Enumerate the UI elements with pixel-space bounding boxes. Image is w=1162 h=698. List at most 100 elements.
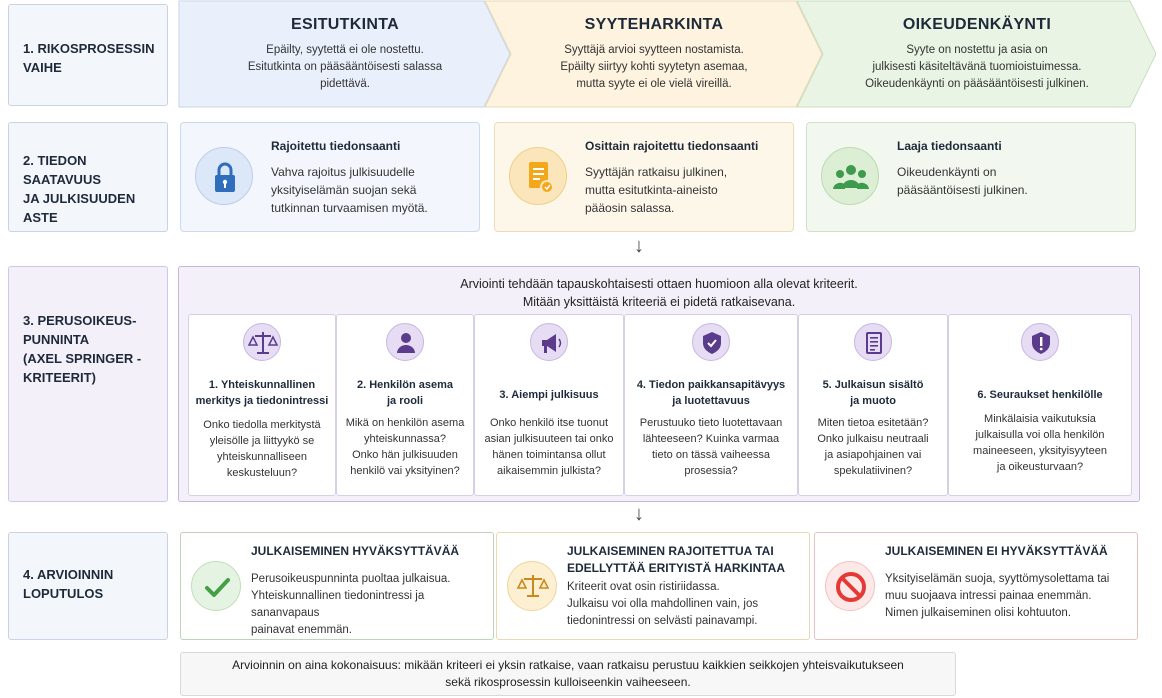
row-label-line: JA JULKISUUDEN	[23, 191, 136, 206]
access-desc-line: tutkinnan turvaamisen myötä.	[271, 201, 428, 215]
access-card-restricted: Rajoitettu tiedonsaanti Vahva rajoitus j…	[180, 122, 480, 232]
lock-icon	[195, 147, 253, 205]
outcome-title-line: JULKAISEMINEN EI HYVÄKSYTTÄVÄÄ	[885, 544, 1108, 558]
phase-esitutkinta: ESITUTKINTA Epäilty, syytettä ei ole nos…	[178, 0, 512, 108]
criterion-desc-line: Onko tiedolla merkitystä	[203, 419, 321, 431]
outcome-title-line: JULKAISEMINEN RAJOITETTUA TAI	[567, 544, 774, 558]
criterion-title-line: 5. Julkaisun sisältö	[822, 379, 924, 391]
outcome-title: JULKAISEMINEN HYVÄKSYTTÄVÄÄ	[251, 543, 485, 560]
article-icon	[854, 323, 892, 361]
outcome-title: JULKAISEMINEN RAJOITETTUA TAI EDELLYTTÄÄ…	[567, 543, 801, 577]
criterion-desc-line: ja oikeusturvaan?	[996, 461, 1084, 473]
phase-text: ESITUTKINTA Epäilty, syytettä ei ole nos…	[178, 0, 512, 108]
phase-title: ESITUTKINTA	[291, 16, 399, 33]
phase-desc-line: pidettävä.	[320, 78, 370, 90]
row-label-process-phase: 1. RIKOSPROSESSIN VAIHE	[8, 4, 168, 106]
criteria-intro: Arviointi tehdään tapauskohtaisesti otta…	[179, 275, 1139, 311]
criterion-desc-line: henkilö vai yksityinen?	[350, 465, 460, 477]
outcome-desc-line: Julkaisu voi olla mahdollinen vain, jos	[567, 598, 759, 610]
outcome-desc-line: tiedonintressi on selvästi painavampi.	[567, 615, 758, 627]
outcome-desc-line: Perusoikeuspunninta puoltaa julkaisua.	[251, 573, 451, 585]
summary-line: sekä rikosprosessin kulloiseenkin vaihee…	[445, 675, 691, 689]
phase-desc: Epäilty, syytettä ei ole nostettu. Esitu…	[178, 42, 512, 93]
access-desc-line: pääosin salassa.	[585, 201, 675, 215]
outcome-desc: Yksityiselämän suoja, syyttömysolettama …	[885, 571, 1129, 622]
phase-title: SYYTEHARKINTA	[584, 16, 724, 33]
criterion-desc-line: yhteiskunnassa?	[364, 433, 446, 445]
phase-desc-line: Epäilty, syytettä ei ole nostettu.	[266, 44, 424, 56]
phase-desc: Syyttäjä arvioi syytteen nostamista. Epä…	[484, 42, 824, 93]
criterion-title: 5. Julkaisun sisältö ja muoto	[803, 377, 943, 409]
outcome-desc: Kriteerit ovat osin ristiriidassa. Julka…	[567, 579, 801, 630]
access-title: Osittain rajoitettu tiedonsaanti	[585, 139, 759, 153]
down-arrow-icon: ↓	[634, 235, 644, 257]
warning-shield-icon	[1021, 323, 1059, 361]
criterion-desc-line: Mikä on henkilön asema	[345, 417, 465, 429]
criterion-desc-line: asian julkisuuteen tai onko	[484, 433, 614, 445]
people-icon	[821, 147, 879, 205]
criterion-title-line: 2. Henkilön asema	[357, 379, 453, 391]
shield-check-icon	[692, 323, 730, 361]
outcome-title-line: EDELLYTTÄÄ ERITYISTÄ HARKINTAA	[567, 561, 786, 575]
criterion-desc-line: yhteiskunnalliseen	[217, 451, 307, 463]
access-desc-line: Oikeudenkäynti on	[897, 165, 997, 179]
criterion-desc-line: yleisölle ja liittyykö se	[209, 435, 315, 447]
chevron-shape	[484, 0, 823, 108]
megaphone-icon	[530, 323, 568, 361]
criterion-card-1: 1. Yhteiskunnallinen merkitys ja tiedoni…	[188, 314, 336, 496]
prohibited-icon	[825, 561, 875, 611]
criterion-title-line: 3. Aiempi julkisuus	[499, 389, 599, 401]
criterion-desc-line: julkaisulla voi olla henkilön	[975, 429, 1105, 441]
document-icon	[509, 147, 567, 205]
criterion-desc-line: prosessia?	[684, 465, 738, 477]
outcome-desc: Perusoikeuspunninta puoltaa julkaisua. Y…	[251, 571, 485, 639]
phase-desc-line: Syyte on nostettu ja asia on	[906, 44, 1048, 56]
summary-note: Arvioinnin on aina kokonaisuus: mikään k…	[180, 652, 956, 696]
criterion-desc-line: Onko julkaisu neutraali	[817, 433, 929, 445]
access-desc-line: mutta esitutkinta-aineisto	[585, 183, 718, 197]
criterion-card-2: 2. Henkilön asema ja rooli Mikä on henki…	[336, 314, 474, 496]
access-desc-line: Syyttäjän ratkaisu julkinen,	[585, 165, 728, 179]
criterion-desc-line: Onko henkilö itse tuonut	[489, 417, 609, 429]
criterion-desc-line: ja asiapohjainen vai	[824, 449, 922, 461]
row-label-line: 4. ARVIOINNIN	[23, 567, 114, 582]
phase-oikeudenkaynti: OIKEUDENKÄYNTI Syyte on nostettu ja asia…	[796, 0, 1158, 108]
access-desc: Vahva rajoitus julkisuudelle yksityiselä…	[271, 163, 438, 217]
summary-line: Arvioinnin on aina kokonaisuus: mikään k…	[232, 658, 904, 672]
row-label-line: (AXEL SPRINGER -	[23, 351, 142, 366]
phase-desc-line: Syyttäjä arvioi syytteen nostamista.	[564, 44, 744, 56]
criterion-desc-line: maineeseen, yksityisyyteen	[973, 445, 1107, 457]
phase-desc-line: mutta syyte ei ole vielä vireillä.	[576, 78, 732, 90]
person-icon	[386, 323, 424, 361]
criterion-desc: Minkälaisia vaikutuksia julkaisulla voi …	[953, 411, 1127, 475]
criterion-desc: Onko tiedolla merkitystä yleisölle ja li…	[193, 417, 331, 481]
criterion-desc-line: hänen toimintansa ollut	[492, 449, 606, 461]
phase-title: OIKEUDENKÄYNTI	[902, 16, 1052, 33]
criterion-title: 2. Henkilön asema ja rooli	[341, 377, 469, 409]
criterion-desc-line: spekulatiivinen?	[833, 465, 913, 477]
criterion-title-line: ja rooli	[386, 395, 424, 407]
phase-desc-line: Oikeudenkäynti on pääsääntöisesti julkin…	[865, 78, 1089, 90]
criterion-card-5: 5. Julkaisun sisältö ja muoto Miten tiet…	[798, 314, 948, 496]
phase-text: SYYTEHARKINTA Syyttäjä arvioi syytteen n…	[484, 0, 824, 108]
check-icon	[191, 561, 241, 611]
criterion-desc-line: lähteeseen? Kuinka varmaa	[642, 433, 780, 445]
intro-line: Mitään yksittäistä kriteeriä ei pidetä r…	[522, 295, 796, 309]
criterion-title: 1. Yhteiskunnallinen merkitys ja tiedoni…	[193, 377, 331, 409]
criterion-title-line: 6. Seuraukset henkilölle	[977, 389, 1103, 401]
access-card-partial: Osittain rajoitettu tiedonsaanti Syyttäj…	[494, 122, 794, 232]
phase-text: OIKEUDENKÄYNTI Syyte on nostettu ja asia…	[796, 0, 1158, 108]
scales-icon	[243, 323, 281, 361]
outcome-title: JULKAISEMINEN EI HYVÄKSYTTÄVÄÄ	[885, 543, 1129, 560]
criterion-card-4: 4. Tiedon paikkansapitävyys ja luotettav…	[624, 314, 798, 496]
criterion-desc: Miten tietoa esitetään? Onko julkaisu ne…	[803, 415, 943, 479]
phase-chevrons: ESITUTKINTA Epäilty, syytettä ei ole nos…	[178, 0, 1160, 108]
criterion-title: 4. Tiedon paikkansapitävyys ja luotettav…	[629, 377, 793, 409]
criterion-desc-line: Miten tietoa esitetään?	[817, 417, 929, 429]
criterion-desc-line: Onko hän julkisuuden	[352, 449, 458, 461]
phase-desc-line: julkisesti käsiteltävänä tuomioistuimess…	[872, 61, 1082, 73]
criterion-desc-line: Perustuuko tieto luotettavaan	[639, 417, 783, 429]
access-desc-line: Vahva rajoitus julkisuudelle	[271, 165, 415, 179]
row-label-access: 2. TIEDON SAATAVUUS JA JULKISUUDEN ASTE	[8, 122, 168, 232]
row-label-line: VAIHE	[23, 60, 62, 75]
